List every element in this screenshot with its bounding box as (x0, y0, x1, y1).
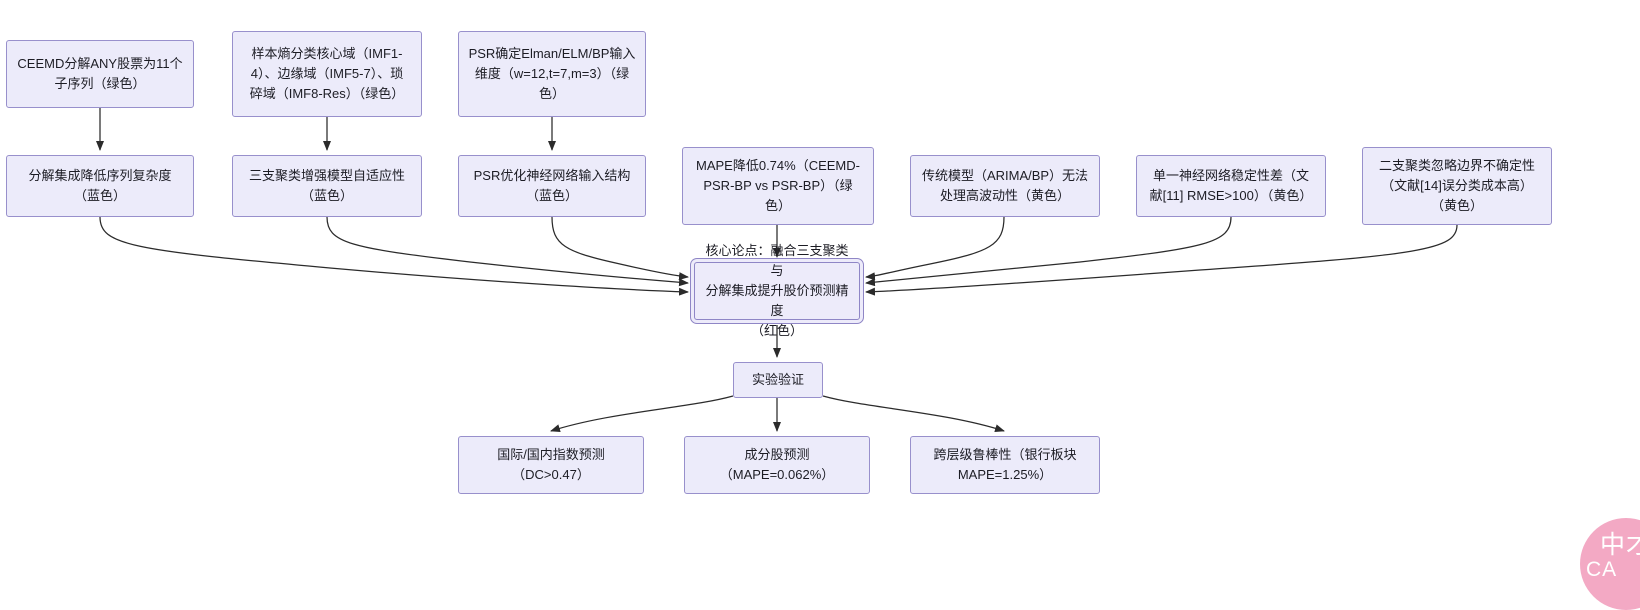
watermark-subtext: CA (1586, 558, 1618, 581)
node-psr-input-dimension[interactable]: PSR确定Elman/ELM/BP输入 维度（w=12,t=7,m=3）（绿 色… (458, 31, 646, 117)
edge-n11-n14 (822, 395, 1005, 433)
node-cross-level-robustness-result[interactable]: 跨层级鲁棒性（银行板块 MAPE=1.25%） (910, 436, 1100, 494)
node-label: 成分股预测 （MAPE=0.062%） (719, 446, 835, 482)
watermark-badge: 中才 CA (1580, 518, 1640, 610)
node-psr-optimizes-nn-structure[interactable]: PSR优化神经网络输入结构 （蓝色） (458, 155, 646, 217)
node-constituent-stock-result[interactable]: 成分股预测 （MAPE=0.062%） (684, 436, 870, 494)
node-label: PSR确定Elman/ELM/BP输入 维度（w=12,t=7,m=3）（绿 色… (468, 45, 636, 102)
node-label: CEEMD分解ANY股票为11个 子序列（绿色） (17, 55, 183, 91)
node-mape-reduction[interactable]: MAPE降低0.74%（CEEMD- PSR-BP vs PSR-BP）（绿 色… (682, 147, 874, 225)
edge-n4-core (99, 216, 689, 296)
node-decomposition-reduces-complexity[interactable]: 分解集成降低序列复杂度 （蓝色） (6, 155, 194, 217)
node-label: 跨层级鲁棒性（银行板块 MAPE=1.25%） (933, 446, 1077, 482)
node-experimental-validation[interactable]: 实验验证 (733, 362, 823, 398)
node-label: 二支聚类忽略边界不确定性 （文献[14]误分类成本高） （黄色） (1378, 157, 1535, 214)
node-core-thesis[interactable]: 核心论点：融合三支聚类与 分解集成提升股价预测精度 （红色） (694, 243, 860, 338)
node-label: MAPE降低0.74%（CEEMD- PSR-BP vs PSR-BP）（绿 色… (696, 157, 860, 214)
flowchart-canvas: CEEMD分解ANY股票为11个 子序列（绿色） 样本熵分类核心域（IMF1- … (6, 31, 1640, 610)
node-index-prediction-result[interactable]: 国际/国内指数预测 （DC>0.47） (458, 436, 644, 494)
edge-n11-n12 (550, 395, 734, 433)
node-traditional-model-limitation[interactable]: 传统模型（ARIMA/BP）无法 处理高波动性（黄色） (910, 155, 1100, 217)
node-label: 传统模型（ARIMA/BP）无法 处理高波动性（黄色） (921, 167, 1089, 203)
node-three-way-clustering-adaptivity[interactable]: 三支聚类增强模型自适应性 （蓝色） (232, 155, 422, 217)
node-single-nn-instability[interactable]: 单一神经网络稳定性差（文 献[11] RMSE>100）（黄色） (1136, 155, 1326, 217)
node-label: 单一神经网络稳定性差（文 献[11] RMSE>100）（黄色） (1149, 167, 1313, 203)
node-ceemd-decompose[interactable]: CEEMD分解ANY股票为11个 子序列（绿色） (6, 40, 194, 108)
node-sample-entropy-classification[interactable]: 样本熵分类核心域（IMF1- 4）、边缘域（IMF5-7）、琐 碎域（IMF8-… (232, 31, 422, 117)
node-two-way-clustering-limitation[interactable]: 二支聚类忽略边界不确定性 （文献[14]误分类成本高） （黄色） (1362, 147, 1552, 225)
node-label: 国际/国内指数预测 （DC>0.47） (497, 446, 605, 482)
edge-n5-core (326, 216, 689, 287)
edge-n9-core (865, 216, 1232, 287)
node-label: 样本熵分类核心域（IMF1- 4）、边缘域（IMF5-7）、琐 碎域（IMF8-… (249, 45, 405, 102)
edge-n6-core (551, 216, 689, 281)
node-label: 实验验证 (751, 371, 804, 387)
node-label: 核心论点：融合三支聚类与 分解集成提升股价预测精度 （红色） (705, 242, 849, 339)
node-label: 分解集成降低序列复杂度 （蓝色） (28, 167, 172, 203)
node-label: 三支聚类增强模型自适应性 （蓝色） (248, 167, 405, 203)
edge-n8-core (865, 216, 1005, 281)
watermark-text: 中才 (1599, 530, 1640, 559)
edge-n10-core (865, 224, 1458, 296)
node-label: PSR优化神经网络输入结构 （蓝色） (473, 167, 631, 203)
